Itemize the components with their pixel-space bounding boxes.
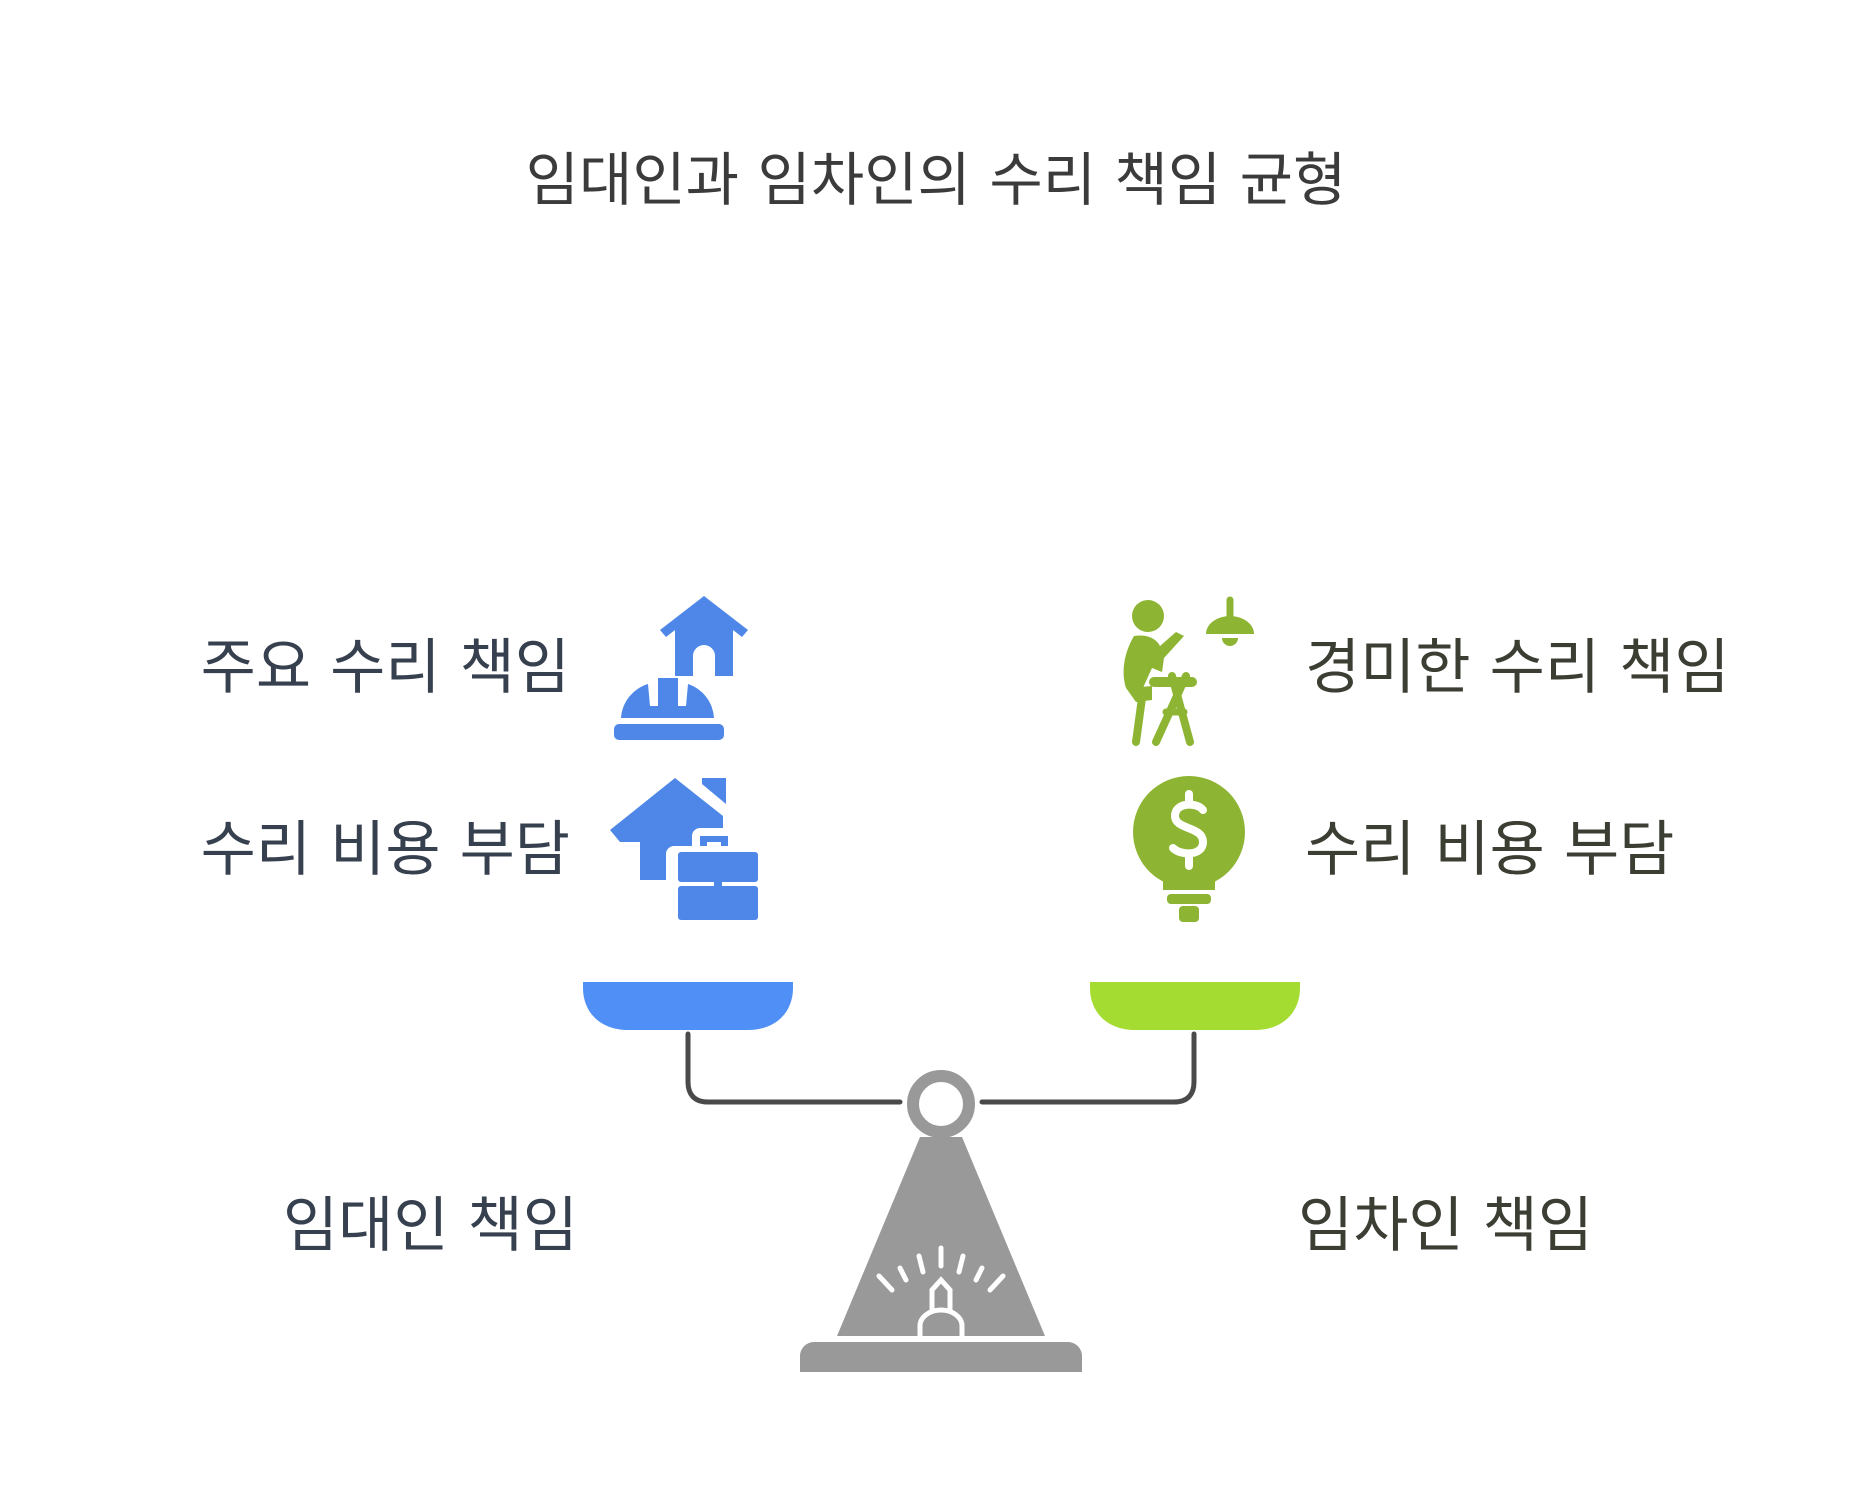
pivot-ring	[907, 1070, 975, 1138]
fulcrum-decoration	[876, 1245, 1006, 1339]
house-briefcase-icon	[610, 778, 758, 920]
dollar-lightbulb-icon	[1133, 776, 1245, 922]
landlord-pan	[583, 982, 793, 1030]
tenant-item-repair-cost: 수리 비용 부담	[1305, 815, 1675, 885]
tenant-pan	[1090, 982, 1300, 1030]
tenant-item-minor-repair: 경미한 수리 책임	[1305, 633, 1730, 703]
landlord-footer-label: 임대인 책임	[282, 1191, 578, 1261]
tenant-footer-label: 임차인 책임	[1298, 1191, 1594, 1261]
diagram-title: 임대인과 임차인의 수리 책임 균형	[525, 146, 1347, 214]
balance-beam	[685, 1031, 1197, 1105]
landlord-item-major-repair: 주요 수리 책임	[200, 633, 570, 703]
person-ladder-lamp-icon	[1123, 596, 1254, 746]
fulcrum	[837, 1137, 1045, 1336]
fulcrum-base	[800, 1342, 1082, 1372]
house-hardhat-icon	[614, 596, 748, 740]
landlord-item-repair-cost: 수리 비용 부담	[200, 815, 570, 885]
